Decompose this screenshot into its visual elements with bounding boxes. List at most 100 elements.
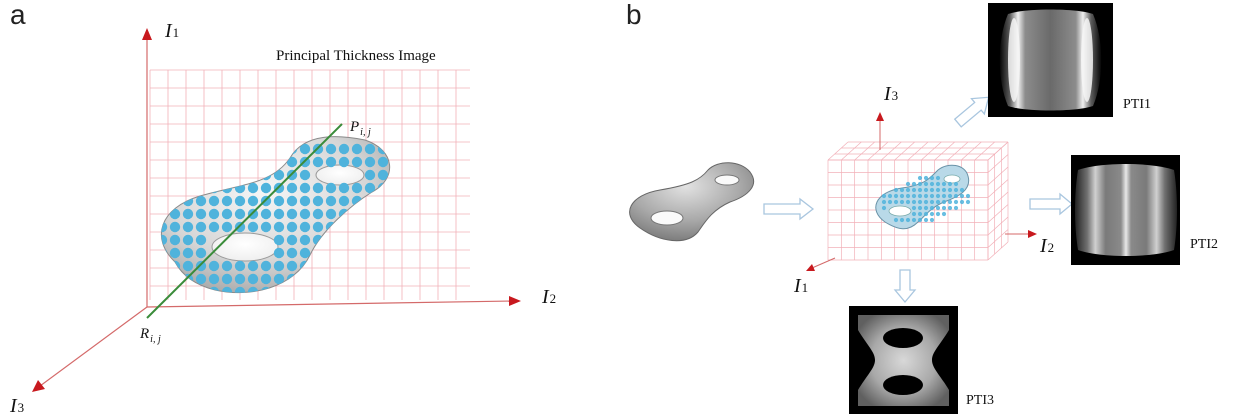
thickness-sample-dot [286,260,298,272]
voxel-dot [905,199,911,205]
thickness-sample-dot [208,286,220,293]
cube-axis-i3-label: I3 [883,83,898,105]
thickness-sample-dot [351,195,363,207]
cube-grid-line [827,141,849,161]
cube-grid-line [987,179,1009,198]
cube-grid-line [987,204,1009,223]
voxel-dot [923,181,929,187]
voxel-dot [929,187,935,193]
cube-grid-line [987,241,1009,261]
thickness-sample-dot [286,195,298,207]
thickness-sample-dot [299,234,311,246]
voxel-dot [905,217,911,223]
voxel-dot [917,217,923,223]
thickness-sample-dot [161,182,168,194]
flow-arrow-to-pti3 [893,269,917,304]
voxel-dot [899,187,905,193]
voxel-dot [911,199,917,205]
thickness-sample-dot [247,260,259,272]
cube-grid-line [974,141,995,161]
voxel-dot [917,199,923,205]
thickness-sample-dot [391,222,401,232]
thickness-sample-dot [169,286,181,293]
voxel-dot [941,211,947,217]
thickness-sample-dot [234,208,246,220]
voxel-dot [953,193,959,199]
cube-grid-line [907,141,929,161]
thickness-sample-dot [286,247,298,259]
voxelized-torus-points [881,175,971,223]
thickness-sample-dot [169,169,181,181]
thickness-sample-dot [377,273,389,285]
thickness-sample-dot [299,221,311,233]
thickness-sample-dot [182,156,194,168]
panel-a: a I1 I2 I3 Principal Thickness Image Pi,… [9,0,556,417]
axis-i2-label: I2 [541,286,556,308]
thickness-sample-dot [208,260,220,272]
thickness-sample-dot [182,234,194,246]
thickness-sample-dot [169,195,181,207]
point-p-label: Pi, j [349,119,371,138]
thickness-sample-dot [169,247,181,259]
thickness-sample-dot [391,235,401,245]
cube-grid-line [987,191,1009,211]
thickness-sample-dot [299,247,311,259]
voxel-dot [935,199,941,205]
cube-grid-line [854,141,875,161]
cube-axis-i1-line [811,257,836,269]
thickness-sample-dot [161,247,168,259]
voxel-dot [959,193,965,199]
thickness-sample-dot [221,208,233,220]
thickness-sample-dot [182,208,194,220]
thickness-sample-dot [161,286,168,293]
thickness-sample-dot [195,208,207,220]
cube-grid-line [987,229,1009,248]
thickness-sample-dot [325,143,337,155]
thickness-sample-dot [161,195,168,207]
pti2-image [1071,155,1180,265]
thickness-sample-dot [221,221,233,233]
thickness-sample-dot [377,221,389,233]
thickness-sample-dot [260,169,272,181]
thickness-sample-dot [351,182,363,194]
cube-axis-i1-label: I1 [793,275,808,297]
thickness-sample-dot [338,182,350,194]
cube-axis-i1-arrowhead [806,264,815,271]
thickness-sample-dot [299,182,311,194]
thickness-sample-dot [208,143,220,155]
thickness-sample-dot [364,169,376,181]
voxel-dot [917,205,923,211]
voxel-dot [905,187,911,193]
axis-i3-line [39,306,148,387]
thickness-sample-dot [299,273,311,285]
voxel-dot [929,211,935,217]
voxel-dot [899,217,905,223]
thickness-sample-dot [325,234,337,246]
voxel-dot [893,187,899,193]
cube-grid-line [881,141,902,161]
thickness-sample-dot [299,286,311,293]
thickness-sample-dot [208,221,220,233]
voxel-dot [953,181,959,187]
thickness-sample-dot [182,247,194,259]
thickness-sample-dot [351,143,363,155]
pti1-label: PTI1 [1123,97,1151,112]
thickness-sample-dot [208,208,220,220]
thickness-sample-dot [234,260,246,272]
thickness-sample-dot [169,208,181,220]
thickness-sample-dot [247,182,259,194]
voxel-dot [881,199,887,205]
voxel-dot [947,205,953,211]
thickness-sample-dot [221,156,233,168]
thickness-sample-dot [312,221,324,233]
thickness-sample-dot [286,221,298,233]
thickness-sample-dot [247,156,259,168]
thickness-sample-dot [273,221,285,233]
thickness-sample-dot [182,260,194,272]
voxel-dot [911,217,917,223]
voxel-dot [929,217,935,223]
voxel-dot [887,199,893,205]
thickness-sample-dot [325,286,337,293]
thickness-sample-dot [208,169,220,181]
